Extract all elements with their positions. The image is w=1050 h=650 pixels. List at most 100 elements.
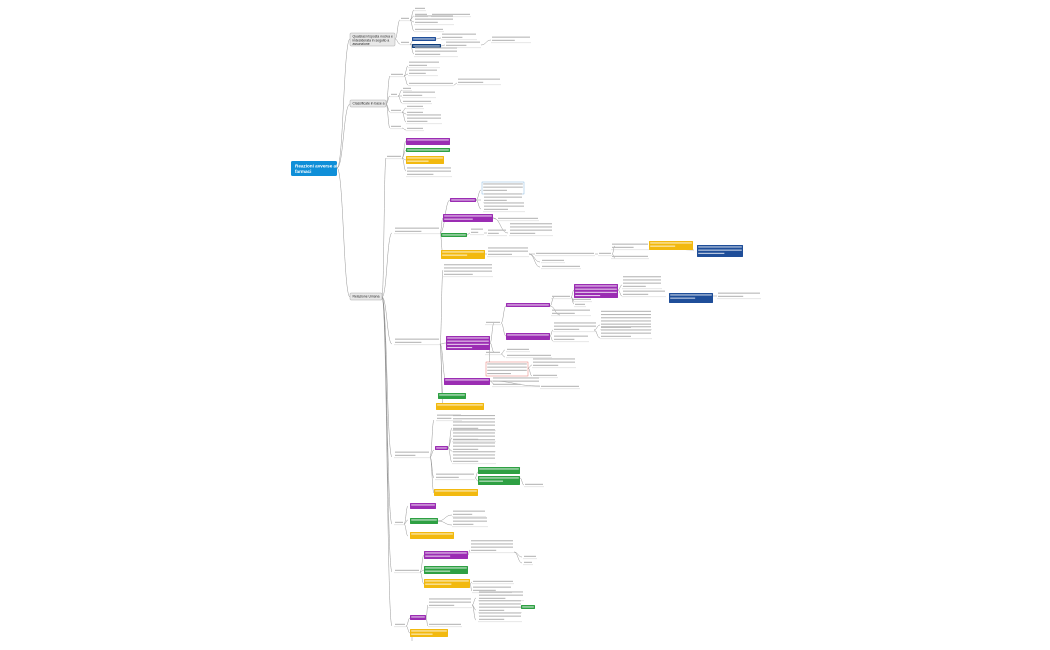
leaf-node[interactable] [394,451,430,458]
topic-node-purple[interactable] [410,615,426,620]
leaf-node[interactable] [540,385,580,389]
leaf-node[interactable] [485,351,501,355]
leaf-node[interactable] [452,439,496,452]
leaf-node[interactable] [390,73,404,77]
leaf-node[interactable] [408,61,440,68]
topic-node-green[interactable] [406,148,450,152]
topic-node-purple[interactable] [506,303,550,307]
leaf-node[interactable] [435,473,475,480]
leaf-node[interactable] [452,415,496,431]
topic-node-yellow[interactable] [406,156,444,164]
leaf-node[interactable] [390,125,402,129]
leaf-node[interactable] [483,202,525,212]
leaf-node[interactable] [506,348,530,352]
leaf-node[interactable] [414,47,458,57]
leaf-node[interactable] [428,598,472,608]
leaf-node[interactable] [414,28,444,32]
topic-node-blue[interactable] [412,37,436,41]
leaf-node[interactable] [452,451,496,464]
leaf-node[interactable] [452,517,488,527]
topic-node-navy[interactable] [412,44,441,48]
leaf-node[interactable] [402,91,436,98]
leaf-node[interactable] [523,555,537,559]
topic-node-green[interactable] [521,605,535,609]
branch-relazione-umana[interactable]: Relazione Umana [349,292,383,301]
leaf-node[interactable] [472,580,514,584]
branch-classificate[interactable]: Classificate in base a [349,99,387,108]
topic-node-green[interactable] [410,518,438,524]
leaf-node[interactable] [445,41,481,48]
leaf-node[interactable] [394,521,404,525]
leaf-node[interactable] [553,322,597,332]
leaf-node[interactable] [483,193,523,203]
leaf-node[interactable] [541,259,565,263]
leaf-node[interactable] [572,298,592,302]
leaf-node[interactable] [414,7,426,11]
leaf-node[interactable] [441,33,477,40]
leaf-node[interactable] [478,600,522,613]
leaf-node[interactable] [611,243,649,250]
leaf-node[interactable] [487,229,507,236]
leaf-node[interactable] [574,303,586,307]
leaf-node[interactable] [492,377,540,387]
topic-node-purple[interactable] [444,378,490,385]
leaf-node[interactable] [497,217,539,221]
leaf-node[interactable] [491,36,531,43]
leaf-node[interactable] [535,252,595,256]
leaf-node[interactable] [408,82,454,86]
outlined-node-blue[interactable] [481,181,525,195]
leaf-node[interactable] [406,167,452,177]
leaf-node[interactable] [394,338,440,345]
leaf-node[interactable] [551,309,591,316]
leaf-node[interactable] [541,265,581,269]
topic-node-green[interactable] [441,233,467,237]
leaf-node[interactable] [487,247,529,257]
leaf-node[interactable] [506,354,552,358]
topic-node-blue[interactable] [669,293,713,303]
topic-node-yellow[interactable] [441,250,485,259]
topic-node-purple[interactable] [406,138,450,145]
leaf-node[interactable] [551,295,571,299]
leaf-node[interactable] [452,510,486,517]
leaf-node[interactable] [472,586,512,593]
leaf-node[interactable] [390,109,402,113]
leaf-node[interactable] [402,100,432,104]
leaf-node[interactable] [478,612,522,622]
topic-node-yellow[interactable] [424,579,470,588]
leaf-node[interactable] [386,155,402,159]
leaf-node[interactable] [400,17,410,21]
topic-node-purple[interactable] [443,214,493,222]
topic-node-purple[interactable] [450,198,476,202]
topic-node-green[interactable] [478,467,520,474]
leaf-node[interactable] [414,15,454,25]
leaf-node[interactable] [470,540,514,553]
topic-node-purple[interactable] [424,551,468,559]
leaf-node[interactable] [400,41,410,45]
leaf-node[interactable] [402,87,412,91]
leaf-node[interactable] [524,483,544,487]
topic-node-green[interactable] [478,476,520,485]
leaf-node[interactable] [622,276,662,289]
topic-node-purple[interactable] [446,336,490,350]
leaf-node[interactable] [394,569,420,573]
leaf-node[interactable] [406,114,442,124]
leaf-node[interactable] [394,623,406,627]
leaf-node[interactable] [406,127,424,131]
leaf-node[interactable] [443,264,493,277]
leaf-node[interactable] [598,252,612,256]
leaf-node[interactable] [406,111,424,115]
topic-node-purple[interactable] [435,446,448,450]
leaf-node[interactable] [611,255,649,259]
leaf-node[interactable] [431,13,471,17]
topic-node-green[interactable] [438,393,466,399]
topic-node-purple[interactable] [506,333,550,340]
leaf-node[interactable] [436,414,462,421]
topic-node-blue[interactable] [697,245,743,257]
topic-node-purple[interactable] [574,284,618,298]
leaf-node[interactable] [408,69,438,76]
leaf-node[interactable] [406,105,424,109]
leaf-node[interactable] [428,623,462,627]
root-node[interactable]: Reazioni avverse ai farmaci [291,161,337,176]
leaf-node[interactable] [414,13,428,17]
leaf-node[interactable] [394,227,440,234]
